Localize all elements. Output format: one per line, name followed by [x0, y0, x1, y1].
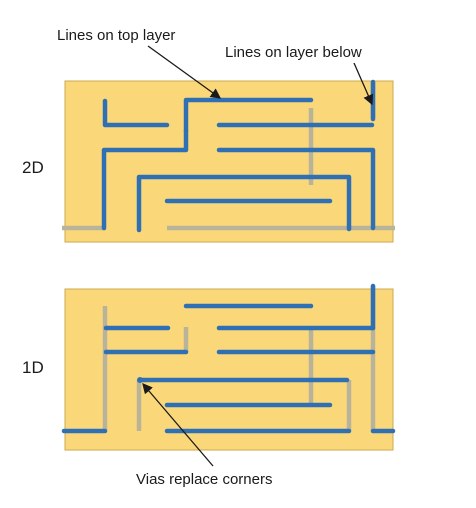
top-lines-1d	[61, 283, 396, 434]
panel-1d-label: 1D	[22, 358, 44, 377]
layer-below-label: Lines on layer below	[225, 44, 362, 61]
panel-2d: 2D	[22, 79, 395, 243]
via-dot	[137, 377, 143, 383]
top-layer-arrow	[147, 45, 222, 99]
top-lines-2d	[101, 79, 376, 233]
panel-2d-label: 2D	[22, 158, 44, 177]
vias-arrow	[142, 383, 214, 467]
vias-label: Vias replace corners	[136, 471, 272, 488]
annotations: Lines on top layer Lines on layer below …	[57, 27, 374, 488]
panel-1d: 1D	[22, 283, 396, 451]
layer-below-arrow	[353, 62, 374, 106]
top-layer-label: Lines on top layer	[57, 27, 175, 44]
board-1d	[64, 288, 394, 451]
board-2d	[64, 80, 394, 243]
